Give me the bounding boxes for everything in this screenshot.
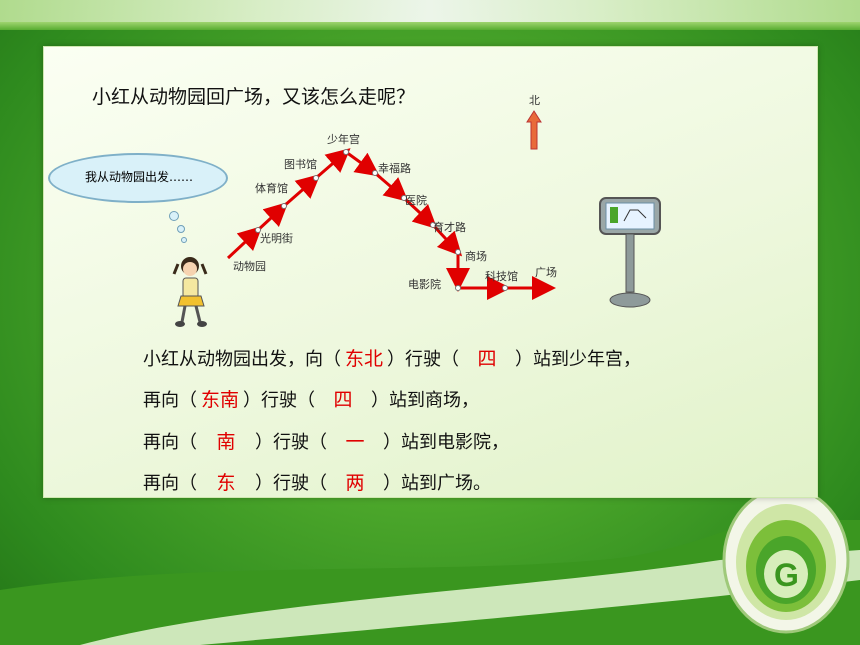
sentence-text: ）行驶（ [255,432,327,453]
place-label-mall: 商场 [465,250,487,263]
place-label-guangming: 光明街 [260,232,293,245]
bubble-dot [169,211,179,221]
stops-answer: 一 [345,431,365,453]
bubble-dot [181,237,187,243]
place-label-zoo: 动物园 [233,260,266,273]
content-panel [43,46,818,498]
place-label-hospital: 医院 [405,194,427,207]
direction-answer: 东 [216,472,236,494]
place-label-square: 广场 [535,266,557,279]
place-label-science: 科技馆 [485,270,518,283]
sentence-text: 再向（ [143,432,197,453]
place-label-gym: 体育馆 [255,182,288,195]
direction-answer: 东南 [200,389,239,411]
bubble-dot [177,225,185,233]
top-decorative-band-lower [0,22,860,30]
answer-sentence: 小红从动物园出发，向（东北）行驶（ 四 ）站到少年宫， [143,344,641,371]
question-text: 小红从动物园回广场，又该怎么走呢？ [92,86,416,108]
spiral-logo: G [722,486,850,634]
top-decorative-band [0,0,860,22]
place-label-xingfu: 幸福路 [378,162,411,175]
stops-answer: 四 [477,348,497,370]
place-label-youth-palace: 少年宫 [327,133,360,146]
place-label-library: 图书馆 [284,158,317,171]
girl-figure [172,257,208,327]
place-label-cinema: 电影院 [408,278,441,291]
sentence-text: ）行驶（ [387,349,459,370]
sentence-text: 再向（ [143,473,197,494]
answer-sentence: 再向（东南）行驶（ 四 ）站到商场， [143,385,479,412]
direction-answer: 南 [216,431,236,453]
bubble-text: 我从动物园出发…… [85,170,194,184]
thought-bubble [48,153,228,203]
sentence-text: 再向（ [143,390,197,411]
sentence-text: ）站到商场， [371,390,479,411]
svg-text:G: G [774,557,799,593]
sentence-text: ）站到广场。 [383,473,491,494]
sentence-text: 小红从动物园出发，向（ [143,349,341,370]
bottom-decoration [0,520,860,645]
place-label-yucai: 育才路 [433,221,466,234]
stops-answer: 四 [333,389,353,411]
answer-sentence: 再向（ 南 ）行驶（ 一 ）站到电影院， [143,427,509,454]
north-arrow-icon [526,110,542,150]
stops-answer: 两 [345,472,365,494]
sentence-text: ）站到少年宫， [515,349,641,370]
direction-answer: 东北 [344,348,383,370]
route-map [226,148,556,300]
answer-sentence: 再向（ 东 ）行驶（ 两 ）站到广场。 [143,468,491,495]
sentence-text: ）行驶（ [255,473,327,494]
sentence-text: ）行驶（ [243,390,315,411]
north-label: 北 [529,94,540,107]
bus-stop-sign [599,197,661,308]
sentence-text: ）站到电影院， [383,432,509,453]
